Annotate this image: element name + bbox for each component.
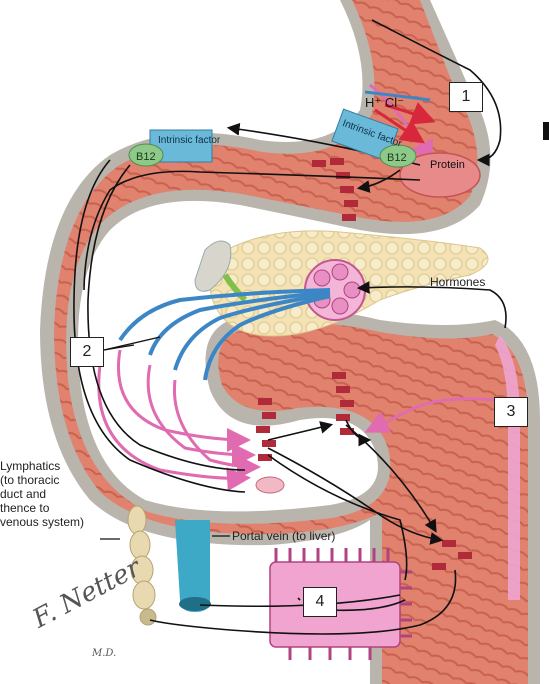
protein-label: Protein [430,159,465,171]
portal-vein [175,520,211,612]
gastric-blue-channel [364,90,431,102]
pancreatic-ducts [118,288,331,381]
endocrine-cells [256,158,472,570]
lymphatics-label: Lymphatics (to thoracic duct and thence … [0,459,84,529]
pathway-arrows [73,19,507,635]
gallbladder [194,240,232,292]
lymphatics-line-2: (to thoracic [0,473,60,487]
protein-globule [399,152,481,198]
bile-duct [222,273,248,303]
step-4-box: 4 [303,587,337,617]
step-2-box: 2 [70,337,104,367]
intrinsic-factor-label-gut: Intrinsic factor [158,135,221,146]
edge-marker [543,122,549,140]
intestinal-villi [269,548,412,660]
lymphatics-line-4: thence to [0,501,50,515]
step-3-box: 3 [494,397,528,427]
b12-label-gut: B12 [136,151,156,163]
lymphatic-chain [127,505,157,626]
intrinsic-factor-complex-stomach [331,108,399,162]
label-leaders [100,336,230,540]
lymphatics-line-1: Lymphatics [0,459,61,473]
intrinsic-factor-complex-gut [128,129,213,167]
artist-signature-suffix: M.D. [92,648,117,659]
lymphatics-line-5: venous system) [0,515,85,529]
hormones-label: Hormones [430,275,486,289]
secretion-pathways [97,83,496,492]
hcl-label: H⁺ Cl⁻ [365,95,404,110]
lymphatics-line-3: duct and [0,487,47,501]
step-1-box: 1 [449,82,483,112]
b12-label-stomach: B12 [387,152,407,164]
portal-vein-label: Portal vein (to liver) [232,529,336,543]
acid-arrows [374,102,436,144]
b12-oval-stomach [379,144,417,168]
small-protein-globule [255,476,285,494]
